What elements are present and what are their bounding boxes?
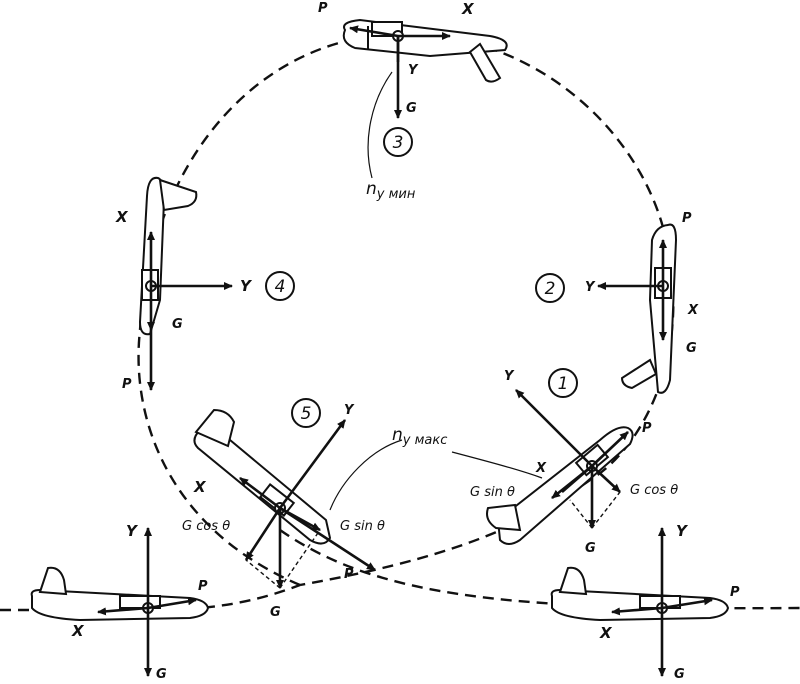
position-circle-3 <box>383 127 413 157</box>
label-p-exit: P <box>730 585 740 600</box>
label-p-2: P <box>682 211 692 226</box>
leader-lines <box>329 71 543 511</box>
x-arrow-3 <box>349 25 399 38</box>
label-x-4: X <box>115 208 129 226</box>
gsin-arrow-1 <box>561 465 593 493</box>
label-y-3: Y <box>408 63 419 78</box>
position-number-4: 4 <box>275 277 286 297</box>
aircraft-entry-horizontal <box>30 566 210 622</box>
label-x-exit: X <box>599 624 613 642</box>
p-arrow-1 <box>591 431 629 467</box>
label-g-3: G <box>406 101 417 116</box>
label-p-1: P <box>642 421 652 436</box>
label-ny-max-sub: у макс <box>402 433 448 448</box>
y-arrow-5 <box>278 419 347 509</box>
label-y-2: Y <box>585 280 596 295</box>
label-p-5: P <box>344 567 354 582</box>
projection-lines <box>245 491 621 589</box>
label-gcos-1: G cos θ <box>630 483 678 498</box>
label-ny-max: nу макс <box>392 425 447 448</box>
label-gcos-5: G cos θ <box>182 519 230 534</box>
position-number-2: 2 <box>545 279 556 299</box>
gsin-arrow-5 <box>279 506 321 532</box>
y-arrow-1 <box>515 389 593 467</box>
gcos-arrow-5 <box>244 507 282 561</box>
label-g-exit: G <box>674 667 685 682</box>
position-circle-4 <box>265 271 295 301</box>
label-g-2: G <box>686 341 697 356</box>
label-g-1: G <box>585 541 596 556</box>
label-x-entry: X <box>71 622 85 640</box>
aircraft-top-inverted <box>342 18 508 83</box>
position-circle-2 <box>535 273 565 303</box>
label-y-entry: Y <box>126 522 139 540</box>
label-x-3: X <box>461 0 475 18</box>
text-labels: P X Y G nу мин P Y X G X Y G P Y P X G s… <box>71 0 740 682</box>
label-ny-min: nу мин <box>366 179 416 202</box>
p-arrow-5 <box>279 506 376 572</box>
label-ny-max-n: n <box>392 425 403 445</box>
aircraft-left-vertical <box>138 176 198 336</box>
label-gsin-5: G sin θ <box>340 519 385 534</box>
label-g-5: G <box>270 605 281 620</box>
label-p-3: P <box>318 1 328 16</box>
label-ny-min-sub: у мин <box>376 187 416 202</box>
p-arrow-exit <box>661 597 713 610</box>
x-arrow-exit <box>611 606 663 616</box>
p-arrow-entry <box>147 597 197 610</box>
label-y-1: Y <box>504 369 515 384</box>
label-p-entry: P <box>198 579 208 594</box>
position-number-1: 1 <box>558 374 569 394</box>
x-arrow-entry <box>97 606 149 616</box>
position-circle-1 <box>548 368 578 398</box>
aircraft-exit-horizontal <box>550 566 730 622</box>
gcos-arrow-1 <box>591 465 621 493</box>
position-number-3: 3 <box>393 133 404 153</box>
label-y-5: Y <box>344 403 355 418</box>
label-ny-min-n: n <box>366 179 377 199</box>
position-markers: 3 2 4 1 5 <box>265 127 578 428</box>
label-p-4: P <box>122 377 132 392</box>
aircraft-right-vertical <box>620 223 678 394</box>
position-circle-5 <box>291 398 321 428</box>
aircraft-descending-diagonal <box>193 408 332 545</box>
label-x-5: X <box>193 478 207 496</box>
label-y-exit: Y <box>676 522 689 540</box>
label-x-1: X <box>535 461 547 476</box>
position-number-5: 5 <box>301 404 312 424</box>
x-arrow-5 <box>239 476 281 510</box>
force-vectors <box>97 25 713 677</box>
label-gsin-1: G sin θ <box>470 485 515 500</box>
label-y-4: Y <box>240 277 253 295</box>
label-g-entry: G <box>156 667 167 682</box>
aircraft-climbing-diagonal <box>486 426 634 545</box>
label-g-4: G <box>172 317 183 332</box>
label-x-2: X <box>687 303 699 318</box>
